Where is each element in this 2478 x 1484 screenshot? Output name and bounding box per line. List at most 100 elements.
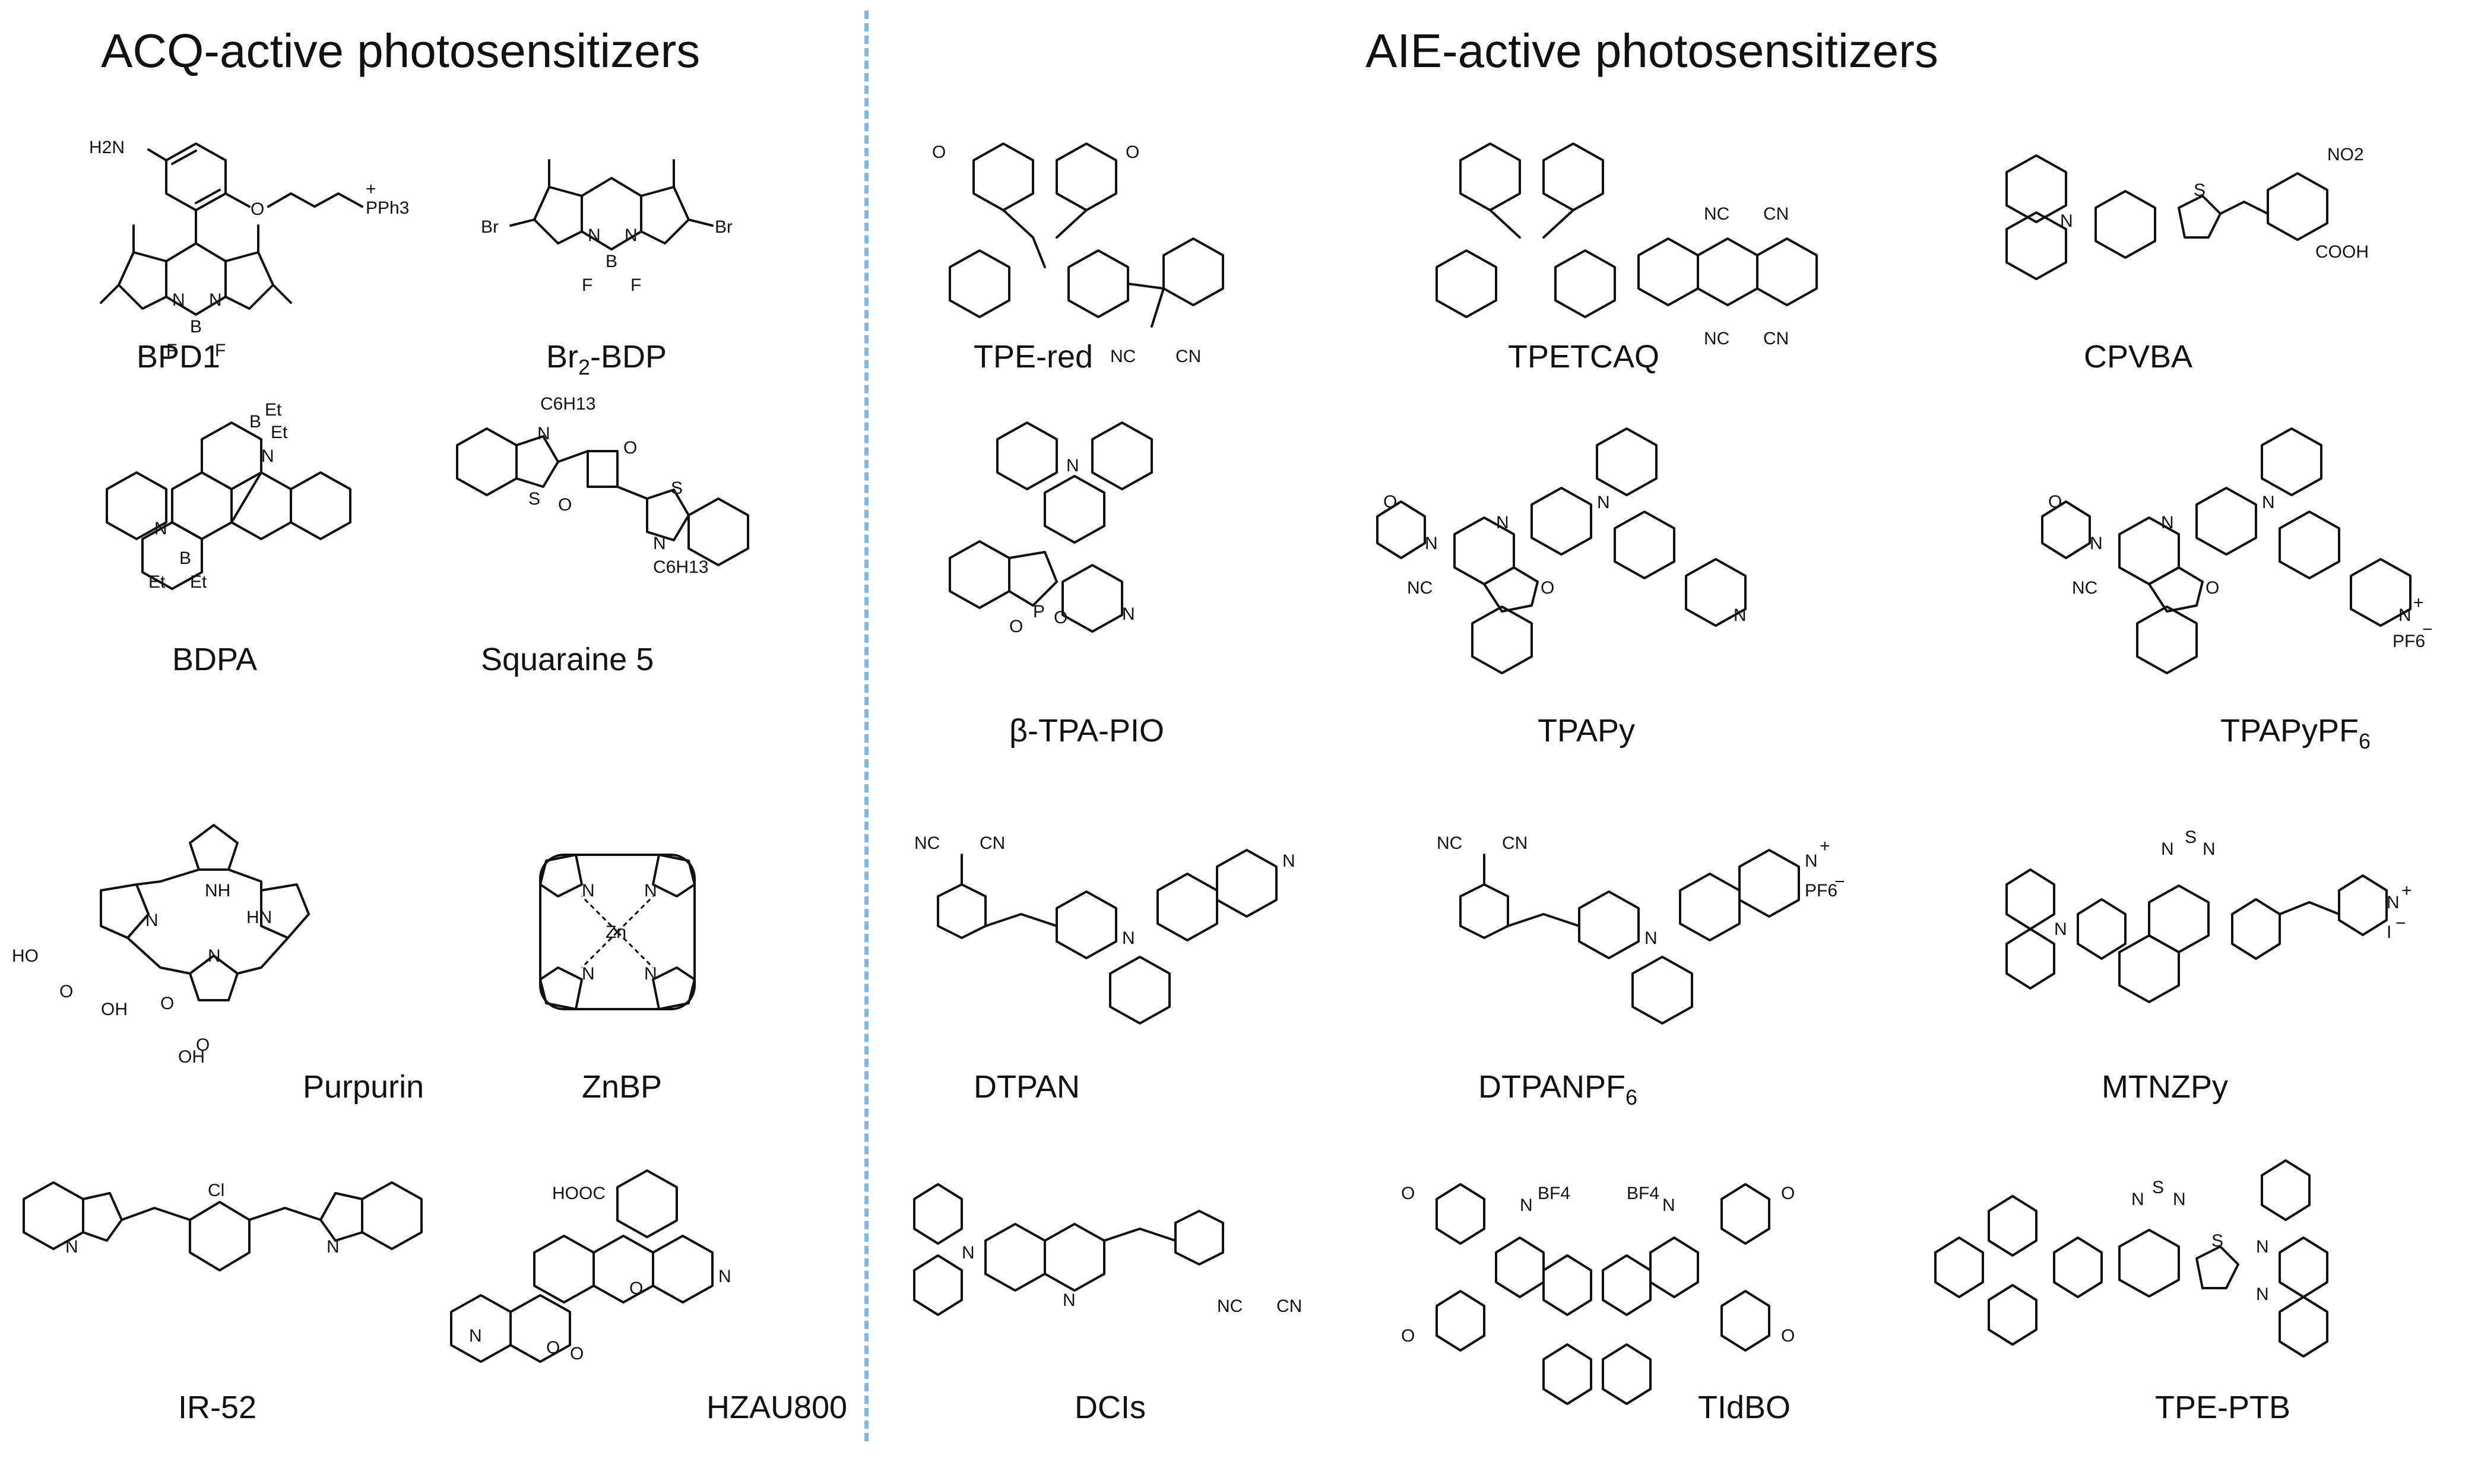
mtnzpy-n-py-atom: N <box>2387 893 2400 912</box>
hzau800-o2-atom: O <box>546 1338 560 1358</box>
hzau800-o3-atom: O <box>570 1344 584 1363</box>
tpeptb-s1-atom: S <box>2152 1178 2164 1197</box>
tidbo-o1-atom: O <box>1401 1184 1415 1203</box>
label-tpetcaq: TPETCAQ <box>1508 339 1660 375</box>
compound-dcis: N N NC CN DCIs <box>902 1163 1318 1484</box>
sq5-n1-atom: N <box>537 424 550 443</box>
bpd1-b-atom: B <box>190 317 202 337</box>
tapypf6-label-sub: 6 <box>2359 728 2371 753</box>
tapy-o-atom: O <box>1383 492 1397 512</box>
tpetcaq-cn2-atom: CN <box>1763 329 1789 348</box>
sq5-s2-atom: S <box>671 478 683 498</box>
dtpanpf6-structure: NC CN N N + PF6 − <box>1437 833 1845 1025</box>
dcis-structure: N N NC CN <box>913 1183 1302 1316</box>
bdpa-et2-atom: Et <box>271 423 288 442</box>
compound-ir52: N Cl N IR-52 <box>12 1163 427 1484</box>
sq5-s1-atom: S <box>528 489 540 509</box>
dtpanpf6-label-pre: DTPANPF <box>1478 1069 1626 1105</box>
bpd1-bodipy-core <box>100 224 292 316</box>
znbp-n1-atom: N <box>582 881 595 900</box>
btpapio-o2-atom: O <box>1009 617 1023 636</box>
br2bdp-b-atom: B <box>606 252 617 271</box>
tapypf6-structure: O N N NC O N N + PF6 − <box>2041 427 2433 674</box>
label-tpeptb: TPE-PTB <box>2155 1390 2291 1425</box>
dtpanpf6-nc-atom: NC <box>1437 833 1462 853</box>
bdpa-structure: B Et Et N N B Et Et <box>106 400 351 592</box>
compound-bdpa: B Et Et N N B Et Et BDPA <box>65 392 481 712</box>
label-tidbo: TIdBO <box>1698 1390 1791 1425</box>
label-dcis: DCIs <box>1075 1390 1146 1425</box>
br2bdp-label-post: -BDP <box>590 339 667 375</box>
tapypf6-o-atom: O <box>2048 492 2062 512</box>
label-hzau800: HZAU800 <box>706 1390 848 1425</box>
hzau800-structure: HOOC O N N O O <box>450 1169 731 1363</box>
br2bdp-n2-atom: N <box>625 226 638 245</box>
sq5-o2-atom: O <box>558 495 572 515</box>
dtpan-n2-atom: N <box>1282 851 1295 871</box>
dcis-cn-atom: CN <box>1276 1296 1302 1316</box>
purpurin-structure: NH HN N N HO OH OH O O O <box>12 824 310 1067</box>
znbp-zn-atom: Zn <box>606 922 626 942</box>
cpvba-structure: N S NO2 COOH <box>2005 145 2369 280</box>
label-btpapio: β-TPA-PIO <box>1009 713 1165 749</box>
ir52-cl-atom: Cl <box>208 1181 224 1200</box>
compound-dtpanpf6: NC CN N N + PF6 − DTPANPF6 <box>1437 819 1852 1140</box>
compound-purpurin: NH HN N N HO OH OH O O O Purpurin <box>12 819 427 1140</box>
tapypf6-o2-atom: O <box>2206 578 2219 598</box>
br2bdp-br2-atom: Br <box>715 217 733 237</box>
br2bdp-label-pre: Br <box>546 339 578 375</box>
purpurin-o1-atom: O <box>59 982 73 1001</box>
mtnzpy-i-atom: I <box>2387 922 2391 942</box>
tapy-o2-atom: O <box>1541 578 1554 598</box>
purpurin-n1-atom: N <box>145 911 159 930</box>
tpetcaq-cn1-atom: CN <box>1763 204 1789 224</box>
dtpanpf6-cn-atom: CN <box>1502 833 1528 853</box>
dtpan-nc-atom: NC <box>914 833 940 853</box>
label-bdpa: BDPA <box>172 642 258 677</box>
dtpanpf6-n2-atom: N <box>1805 851 1818 871</box>
mtnzpy-structure: N N S N N + I − <box>2005 827 2412 1003</box>
compound-tpered: NC CN O O TPE-red <box>914 125 1330 445</box>
compound-tapypf6: O N N NC O N N + PF6 − TPAPyPF6 <box>2041 427 2458 753</box>
btpapio-n-atom: N <box>1066 456 1079 475</box>
bdpa-b1-atom: B <box>249 412 261 432</box>
tpetcaq-nc2-atom: NC <box>1704 329 1729 348</box>
btpapio-o1-atom: O <box>1054 608 1067 627</box>
tapypf6-n-pyr-atom: N <box>2161 513 2174 532</box>
cpvba-n-atom: N <box>2060 211 2073 231</box>
tapy-nc-atom: NC <box>1407 578 1433 598</box>
btpapio-structure: N P O O N <box>949 421 1153 636</box>
tapy-n-morph-atom: N <box>1425 534 1438 553</box>
compound-br2bdp: Br Br N N B F F Br2-BDP <box>475 125 891 445</box>
label-ir52: IR-52 <box>178 1390 257 1425</box>
cpvba-no2-atom: NO2 <box>2327 145 2364 164</box>
aie-heading: AIE-active photosensitizers <box>1365 24 1938 77</box>
sq5-c6h13-2-atom: C6H13 <box>653 557 708 577</box>
br2bdp-structure: Br Br N N B F F <box>481 159 733 295</box>
bdpa-et1-atom: Et <box>265 400 282 420</box>
label-tapypf6: TPAPyPF6 <box>2220 712 2371 754</box>
tidbo-o4-atom: O <box>1781 1326 1795 1346</box>
purpurin-n2-atom: N <box>208 946 221 966</box>
bpd1-o-atom: O <box>251 199 264 219</box>
sq5-o1-atom: O <box>623 438 637 458</box>
tapypf6-pf6-atom: PF6 <box>2393 632 2425 651</box>
mtnzpy-minus-sign: − <box>2395 914 2406 933</box>
dtpanpf6-pf6-atom: PF6 <box>1805 881 1837 900</box>
bdpa-et4-atom: Et <box>190 572 207 592</box>
mtnzpy-n1-atom: N <box>2161 839 2174 859</box>
tpered-cn-atom: CN <box>1175 347 1201 366</box>
compound-tpetcaq: NC CN NC CN TPETCAQ <box>1425 125 1840 445</box>
compound-hzau800: HOOC O N N O O HZAU800 <box>427 1163 847 1484</box>
tapy-structure: O N N NC O N N <box>1376 427 1747 674</box>
tidbo-o3-atom: O <box>1781 1184 1795 1203</box>
compound-tpeptb: N S N S N N TPE-PTB <box>1924 1159 2339 1484</box>
mtnzpy-s-atom: S <box>2185 827 2197 847</box>
bpd1-n2-atom: N <box>209 290 222 310</box>
tapy-n-py-atom: N <box>1734 605 1747 625</box>
bpd1-h2n-atom: H2N <box>89 138 125 157</box>
dcis-n2-atom: N <box>1063 1290 1076 1310</box>
ir52-n1-atom: N <box>65 1237 78 1257</box>
mtnzpy-plus-sign: + <box>2401 881 2412 900</box>
tpered-structure: NC CN O O <box>932 142 1224 366</box>
